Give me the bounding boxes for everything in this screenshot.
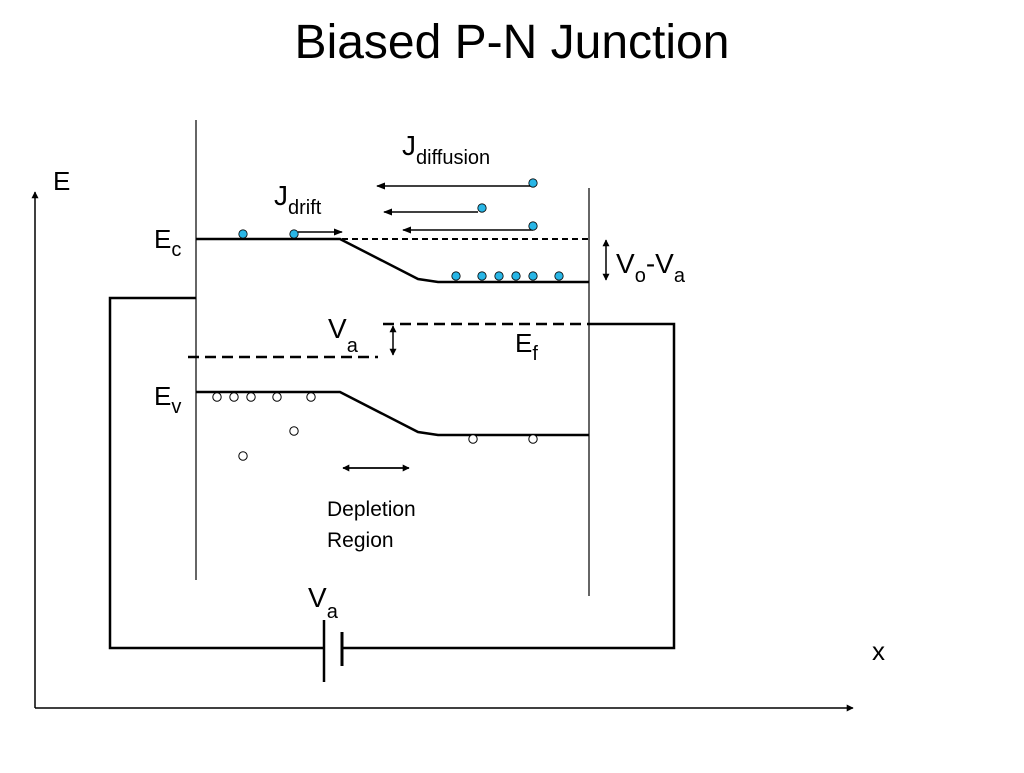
electron xyxy=(477,271,487,281)
electron xyxy=(528,221,538,231)
electron xyxy=(451,271,461,281)
x-axis-label: x xyxy=(872,636,885,666)
hole xyxy=(306,392,316,402)
holes xyxy=(212,392,538,461)
y-axis-label: E xyxy=(53,166,70,196)
circuit-left-wire xyxy=(108,296,323,650)
ec-label: Ec xyxy=(154,224,181,261)
ef-label: Ef xyxy=(515,328,538,365)
battery-voltage-label: Va xyxy=(308,582,339,623)
barrier-voltage-label: Vo-Va xyxy=(616,248,686,287)
electron xyxy=(528,178,538,188)
hole xyxy=(528,434,538,444)
electron xyxy=(528,271,538,281)
electrons xyxy=(238,178,564,281)
depletion-label-line2: Region xyxy=(327,529,394,552)
valence-band xyxy=(196,390,589,437)
electron xyxy=(477,203,487,213)
applied-voltage-label: Va xyxy=(328,313,359,357)
circuit-right-wire xyxy=(342,322,676,650)
ev-label: Ev xyxy=(154,381,181,418)
electron xyxy=(494,271,504,281)
conduction-band xyxy=(196,237,589,284)
depletion-label-line1: Depletion xyxy=(327,498,416,521)
hole xyxy=(246,392,256,402)
drift-current-label: Jdrift xyxy=(274,180,322,219)
hole xyxy=(238,451,248,461)
hole xyxy=(468,434,478,444)
hole xyxy=(272,392,282,402)
electron xyxy=(511,271,521,281)
hole xyxy=(229,392,239,402)
slide-title: Biased P-N Junction xyxy=(295,16,730,69)
electron xyxy=(238,229,248,239)
hole xyxy=(212,392,222,402)
diffusion-current-label: Jdiffusion xyxy=(402,130,490,169)
electron xyxy=(554,271,564,281)
electron xyxy=(289,229,299,239)
hole xyxy=(289,426,299,436)
